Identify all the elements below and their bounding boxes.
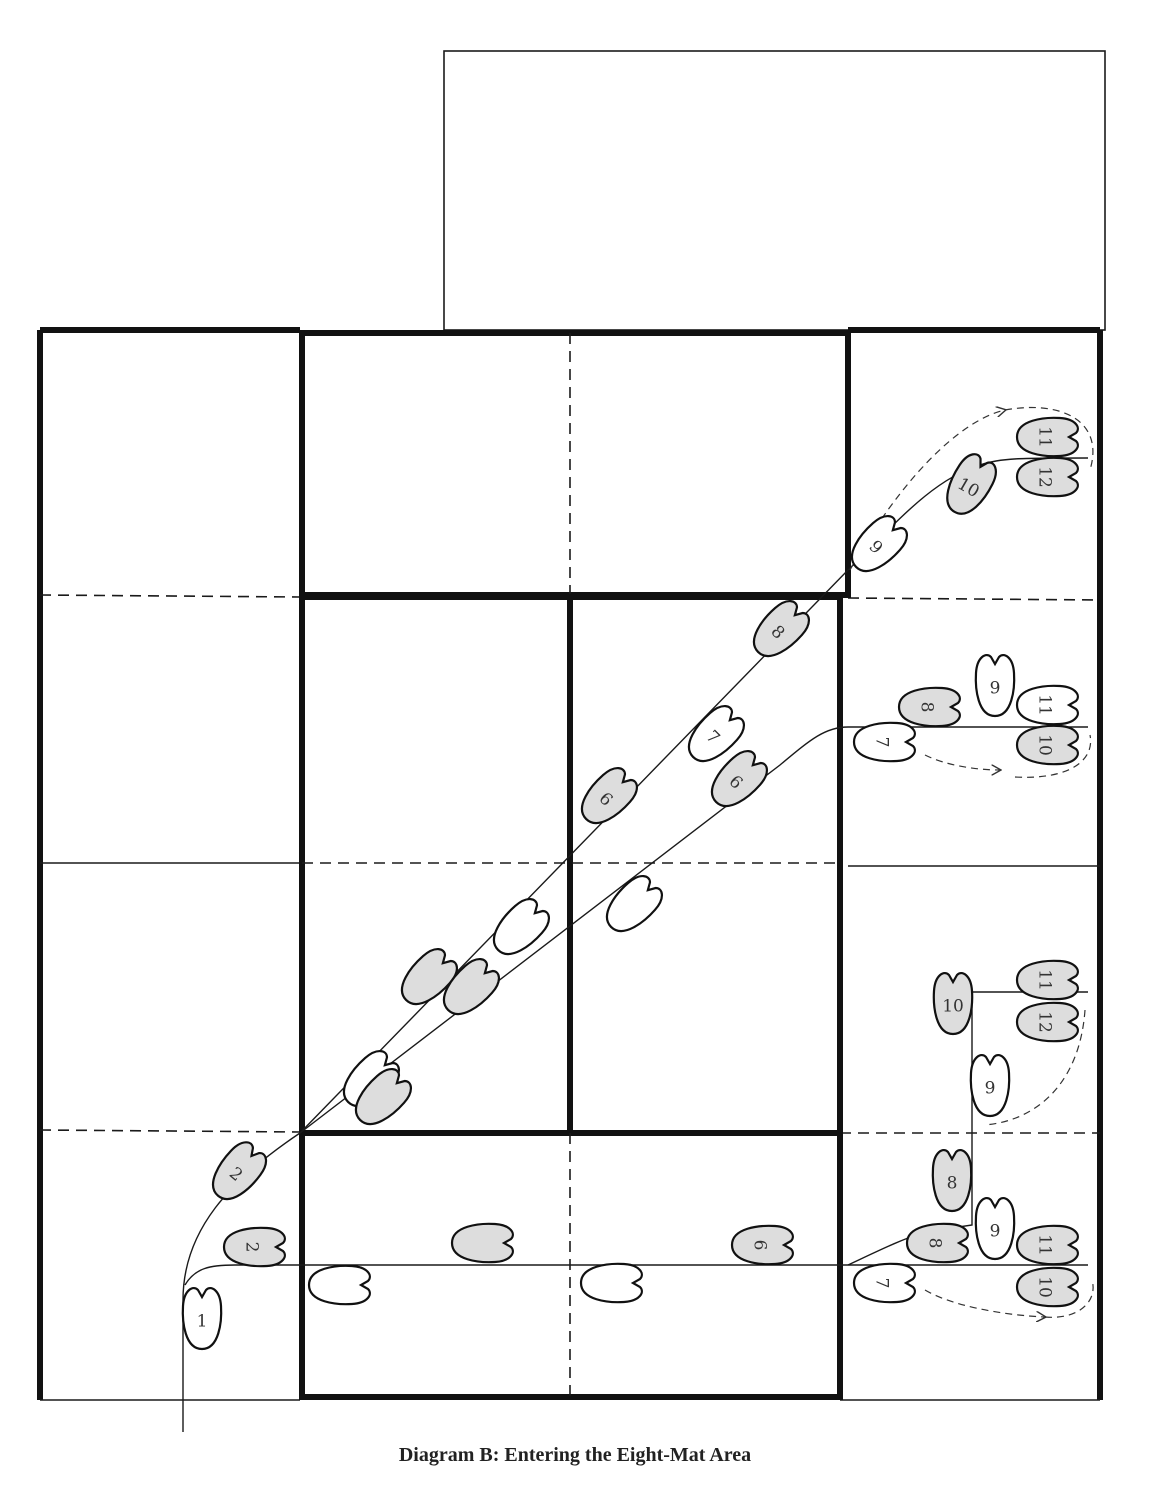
footprint-step-label: 2 — [242, 1242, 262, 1253]
outer-frame — [37, 327, 1103, 1401]
footprint-step-label: 7 — [872, 737, 892, 748]
footprint: 8 — [897, 686, 961, 728]
footprint — [483, 892, 556, 965]
footprint-shape — [579, 1262, 643, 1304]
footprint-shape — [450, 1222, 514, 1264]
footprint: 6 — [571, 761, 644, 834]
footprint-step-label: 12 — [1035, 466, 1055, 488]
footprint-step-label: 9 — [990, 679, 1001, 699]
footprint: 6 — [701, 744, 774, 817]
footprint-shape — [307, 1264, 371, 1306]
footprint: 11 — [1015, 959, 1079, 1001]
footprint-step-label: 9 — [990, 1222, 1001, 1242]
footprint-step-label: 11 — [1035, 426, 1055, 448]
footprint: 9 — [974, 654, 1016, 718]
footprint-step-label: 7 — [872, 1278, 892, 1289]
footprint — [307, 1264, 371, 1306]
footprint: 8 — [743, 594, 816, 667]
footprint: 7 — [852, 1262, 916, 1304]
footprint-step-label: 12 — [1035, 1011, 1055, 1033]
footprint: 7 — [852, 721, 916, 763]
footprint — [579, 1262, 643, 1304]
footprint-step-label: 9 — [985, 1079, 996, 1099]
footprint-step-label: 6 — [750, 1240, 770, 1251]
footprint-step-label: 1 — [197, 1312, 208, 1332]
footprint-step-label: 8 — [947, 1174, 958, 1194]
footprint-step-label: 8 — [925, 1238, 945, 1249]
left-column-mats — [39, 594, 301, 1133]
footprint: 10 — [936, 448, 1003, 523]
footprint-step-label: 11 — [1035, 694, 1055, 716]
footprint: 12 — [1015, 1001, 1079, 1043]
footprint-step-label: 8 — [917, 702, 937, 713]
footprint-step-label: 11 — [1035, 969, 1055, 991]
footprint-step-label: 11 — [1035, 1234, 1055, 1256]
footprint: 1 — [181, 1287, 223, 1351]
footprint-step-label: 10 — [942, 997, 964, 1017]
footprint: 2 — [202, 1135, 273, 1210]
footprint: 11 — [1015, 684, 1079, 726]
footprint: 10 — [1015, 1266, 1079, 1308]
footprint: 10 — [1015, 724, 1079, 766]
footprint — [450, 1222, 514, 1264]
footprint: 8 — [931, 1149, 973, 1213]
footprint: 11 — [1015, 1224, 1079, 1266]
footprint: 8 — [905, 1222, 969, 1264]
alcove-area — [443, 50, 1106, 331]
footprint — [596, 869, 669, 942]
footprint: 9 — [841, 509, 914, 582]
footprint: 10 — [932, 972, 974, 1036]
footprint-step-label: 10 — [1035, 734, 1055, 756]
footprint: 2 — [222, 1226, 286, 1268]
footprint: 11 — [1015, 416, 1079, 458]
footprint: 9 — [974, 1197, 1016, 1261]
footprint-shape — [596, 869, 669, 942]
footprint: 7 — [678, 699, 751, 772]
footprint-step-label: 10 — [1035, 1276, 1055, 1298]
diagram-caption: Diagram B: Entering the Eight-Mat Area — [398, 1444, 752, 1466]
footprint: 6 — [730, 1224, 794, 1266]
footprint: 9 — [969, 1054, 1011, 1118]
footprint: 12 — [1015, 456, 1079, 498]
footprint-shape — [483, 892, 556, 965]
right-column-mats — [840, 597, 1101, 1134]
